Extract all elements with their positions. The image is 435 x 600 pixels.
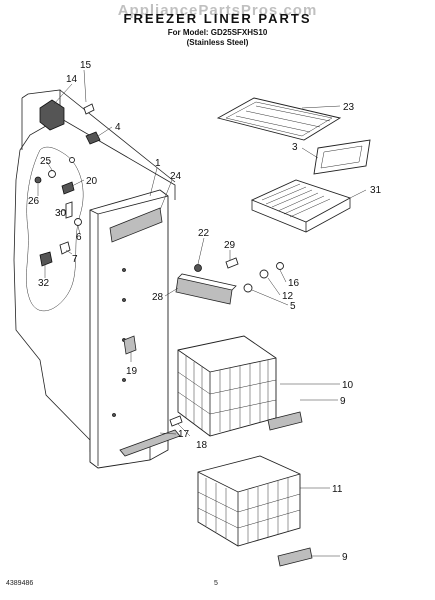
- part-5-spacer: [243, 283, 253, 293]
- part-7-clip: [59, 241, 71, 255]
- model-line: For Model: GD25SFXHS10: [167, 28, 268, 37]
- part-9-label-upper: [267, 411, 303, 431]
- part-3-frame: [313, 139, 371, 175]
- page-number: 5: [214, 580, 218, 587]
- part-23-top-shelf: [216, 97, 342, 141]
- callout-10: 10: [342, 380, 354, 391]
- callout-14: 14: [66, 74, 78, 85]
- callout-19: 19: [126, 366, 138, 377]
- doc-number: 4389486: [6, 580, 34, 587]
- part-30-spacer: [65, 201, 73, 219]
- callout-9-lower: 9: [342, 552, 348, 563]
- callout-labels: 15 14 4 1 24 23 3 31 25 26 20 30 6 7 32 …: [28, 60, 382, 563]
- part-29-screw: [225, 257, 239, 269]
- callout-16: 16: [288, 278, 300, 289]
- variant-line: (Stainless Steel): [186, 38, 249, 47]
- part-12-bushing: [259, 269, 269, 279]
- callout-23: 23: [343, 102, 355, 113]
- callout-30: 30: [55, 208, 67, 219]
- part-24-trim-strip: [109, 207, 163, 243]
- leader-lines: [37, 69, 367, 557]
- part-14-bracket: [39, 99, 65, 131]
- page-title: FREEZER LINER PARTS: [123, 11, 312, 26]
- part-17-bottom-rail: [119, 429, 181, 457]
- callout-4: 4: [115, 122, 121, 133]
- part-31-wire-shelf: [250, 179, 352, 233]
- callout-9-upper: 9: [340, 396, 346, 407]
- callout-11: 11: [332, 484, 343, 495]
- callout-31: 31: [370, 185, 382, 196]
- callout-28: 28: [152, 292, 164, 303]
- callout-17: 17: [178, 429, 190, 440]
- callout-29: 29: [224, 240, 236, 251]
- part-15-screw: [83, 103, 95, 115]
- callout-3: 3: [292, 142, 298, 153]
- part-25-grommet: [48, 170, 56, 178]
- callout-7: 7: [72, 254, 78, 265]
- part-19-clip: [123, 335, 137, 355]
- part-9-label-lower: [277, 547, 313, 567]
- callout-20: 20: [86, 176, 98, 187]
- callout-5: 5: [290, 301, 296, 312]
- part-20-damper: [61, 181, 75, 195]
- part-4-clip: [85, 131, 101, 145]
- callout-26: 26: [28, 196, 40, 207]
- part-28-mid-rail: [175, 273, 237, 305]
- watermark-text: AppliancePartsPros.com: [117, 2, 318, 19]
- callout-12: 12: [282, 291, 294, 302]
- callout-1: 1: [155, 158, 161, 169]
- part-16-washer: [276, 262, 284, 270]
- callout-24: 24: [170, 171, 182, 182]
- callout-18: 18: [196, 440, 208, 451]
- part-22-cap: [194, 264, 202, 272]
- part-26-fastener: [34, 176, 42, 184]
- part-6-knob: [74, 218, 82, 226]
- callout-15: 15: [80, 60, 92, 71]
- callout-22: 22: [198, 228, 210, 239]
- part-18-screw: [169, 415, 183, 427]
- part-11-lower-basket: [197, 455, 301, 547]
- part-32-holder: [39, 251, 53, 267]
- callout-32: 32: [38, 278, 50, 289]
- callout-25: 25: [40, 156, 52, 167]
- callout-6: 6: [76, 232, 82, 243]
- part-10-upper-basket: [177, 335, 277, 437]
